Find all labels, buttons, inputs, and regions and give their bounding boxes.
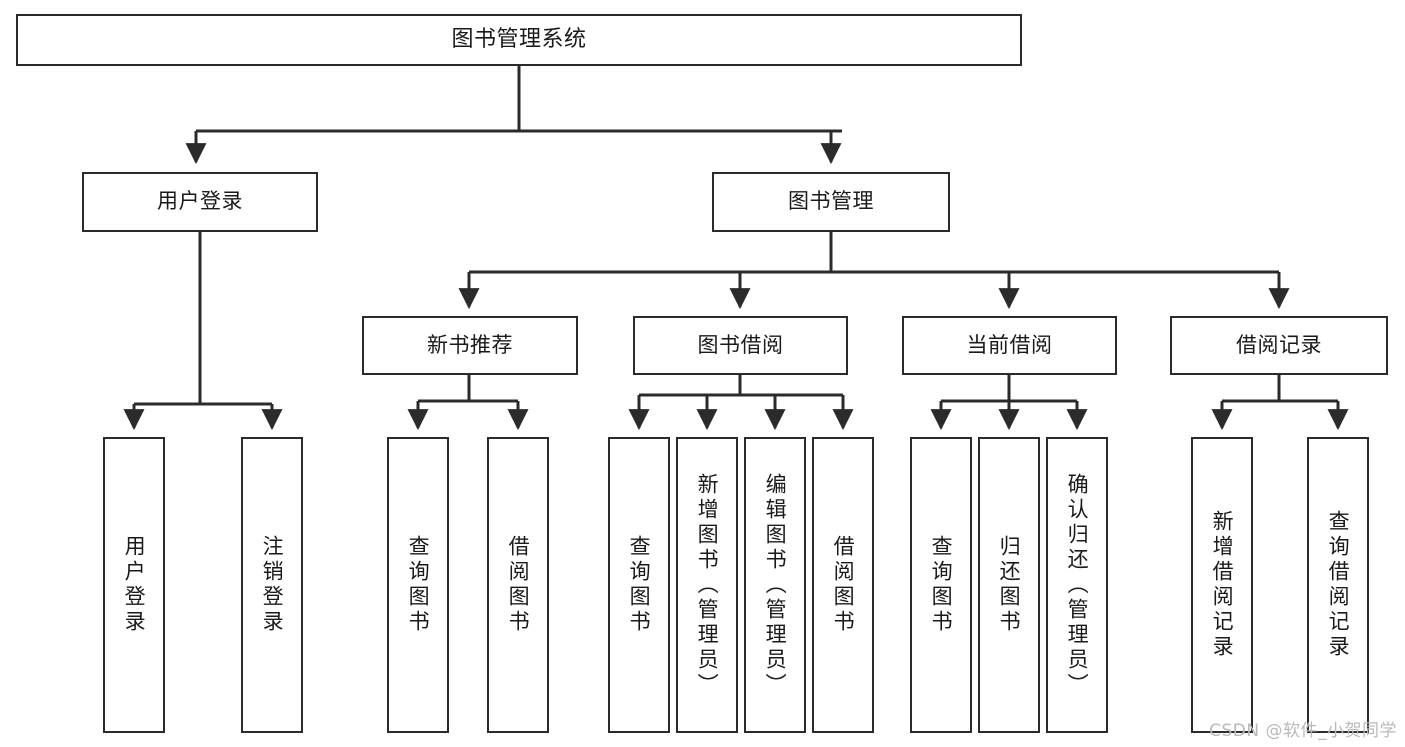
- node-root-book-management-system[interactable]: 图书管理系统: [16, 14, 1022, 66]
- node-label: 新增图书（管理员）: [695, 472, 720, 698]
- node-label: 查询图书: [627, 535, 652, 635]
- node-label: 图书借阅: [697, 332, 784, 357]
- node-label: 编辑图书（管理员）: [763, 472, 788, 698]
- leaf-current-borrow-return[interactable]: 归还图书: [978, 437, 1040, 733]
- node-label: 图书管理系统: [451, 26, 587, 52]
- node-label: 用户登录: [157, 189, 243, 214]
- node-label: 借阅记录: [1236, 332, 1322, 357]
- leaf-book-borrow-borrow[interactable]: 借阅图书: [812, 437, 874, 733]
- node-label: 归还图书: [997, 535, 1022, 635]
- node-user-login[interactable]: 用户登录: [82, 172, 318, 232]
- node-label: 确认归还（管理员）: [1065, 472, 1090, 698]
- node-book-borrow[interactable]: 图书借阅: [633, 316, 848, 375]
- leaf-new-book-query[interactable]: 查询图书: [387, 437, 449, 733]
- leaf-current-borrow-confirm-return[interactable]: 确认归还（管理员）: [1046, 437, 1108, 733]
- leaf-new-book-borrow[interactable]: 借阅图书: [487, 437, 549, 733]
- node-label: 用户登录: [122, 535, 147, 635]
- node-current-borrow[interactable]: 当前借阅: [902, 316, 1117, 375]
- leaf-current-borrow-query[interactable]: 查询图书: [910, 437, 972, 733]
- node-label: 查询图书: [929, 535, 954, 635]
- leaf-book-borrow-edit[interactable]: 编辑图书（管理员）: [744, 437, 806, 733]
- node-label: 当前借阅: [966, 332, 1053, 357]
- node-label: 新书推荐: [427, 332, 513, 357]
- node-book-management[interactable]: 图书管理: [712, 172, 950, 232]
- node-new-book-recommend[interactable]: 新书推荐: [362, 316, 578, 375]
- leaf-book-borrow-query[interactable]: 查询图书: [608, 437, 670, 733]
- leaf-borrow-record-query[interactable]: 查询借阅记录: [1307, 437, 1369, 733]
- node-label: 图书管理: [788, 189, 874, 214]
- node-label: 新增借阅记录: [1210, 510, 1235, 660]
- node-label: 查询图书: [406, 535, 431, 635]
- leaf-borrow-record-add[interactable]: 新增借阅记录: [1191, 437, 1253, 733]
- node-label: 借阅图书: [831, 535, 856, 635]
- leaf-user-login-signin[interactable]: 用户登录: [103, 437, 165, 733]
- node-borrow-record[interactable]: 借阅记录: [1170, 316, 1388, 375]
- node-label: 借阅图书: [506, 535, 531, 635]
- leaf-book-borrow-add[interactable]: 新增图书（管理员）: [676, 437, 738, 733]
- node-label: 注销登录: [260, 535, 285, 635]
- node-label: 查询借阅记录: [1326, 510, 1351, 660]
- leaf-user-login-signout[interactable]: 注销登录: [241, 437, 303, 733]
